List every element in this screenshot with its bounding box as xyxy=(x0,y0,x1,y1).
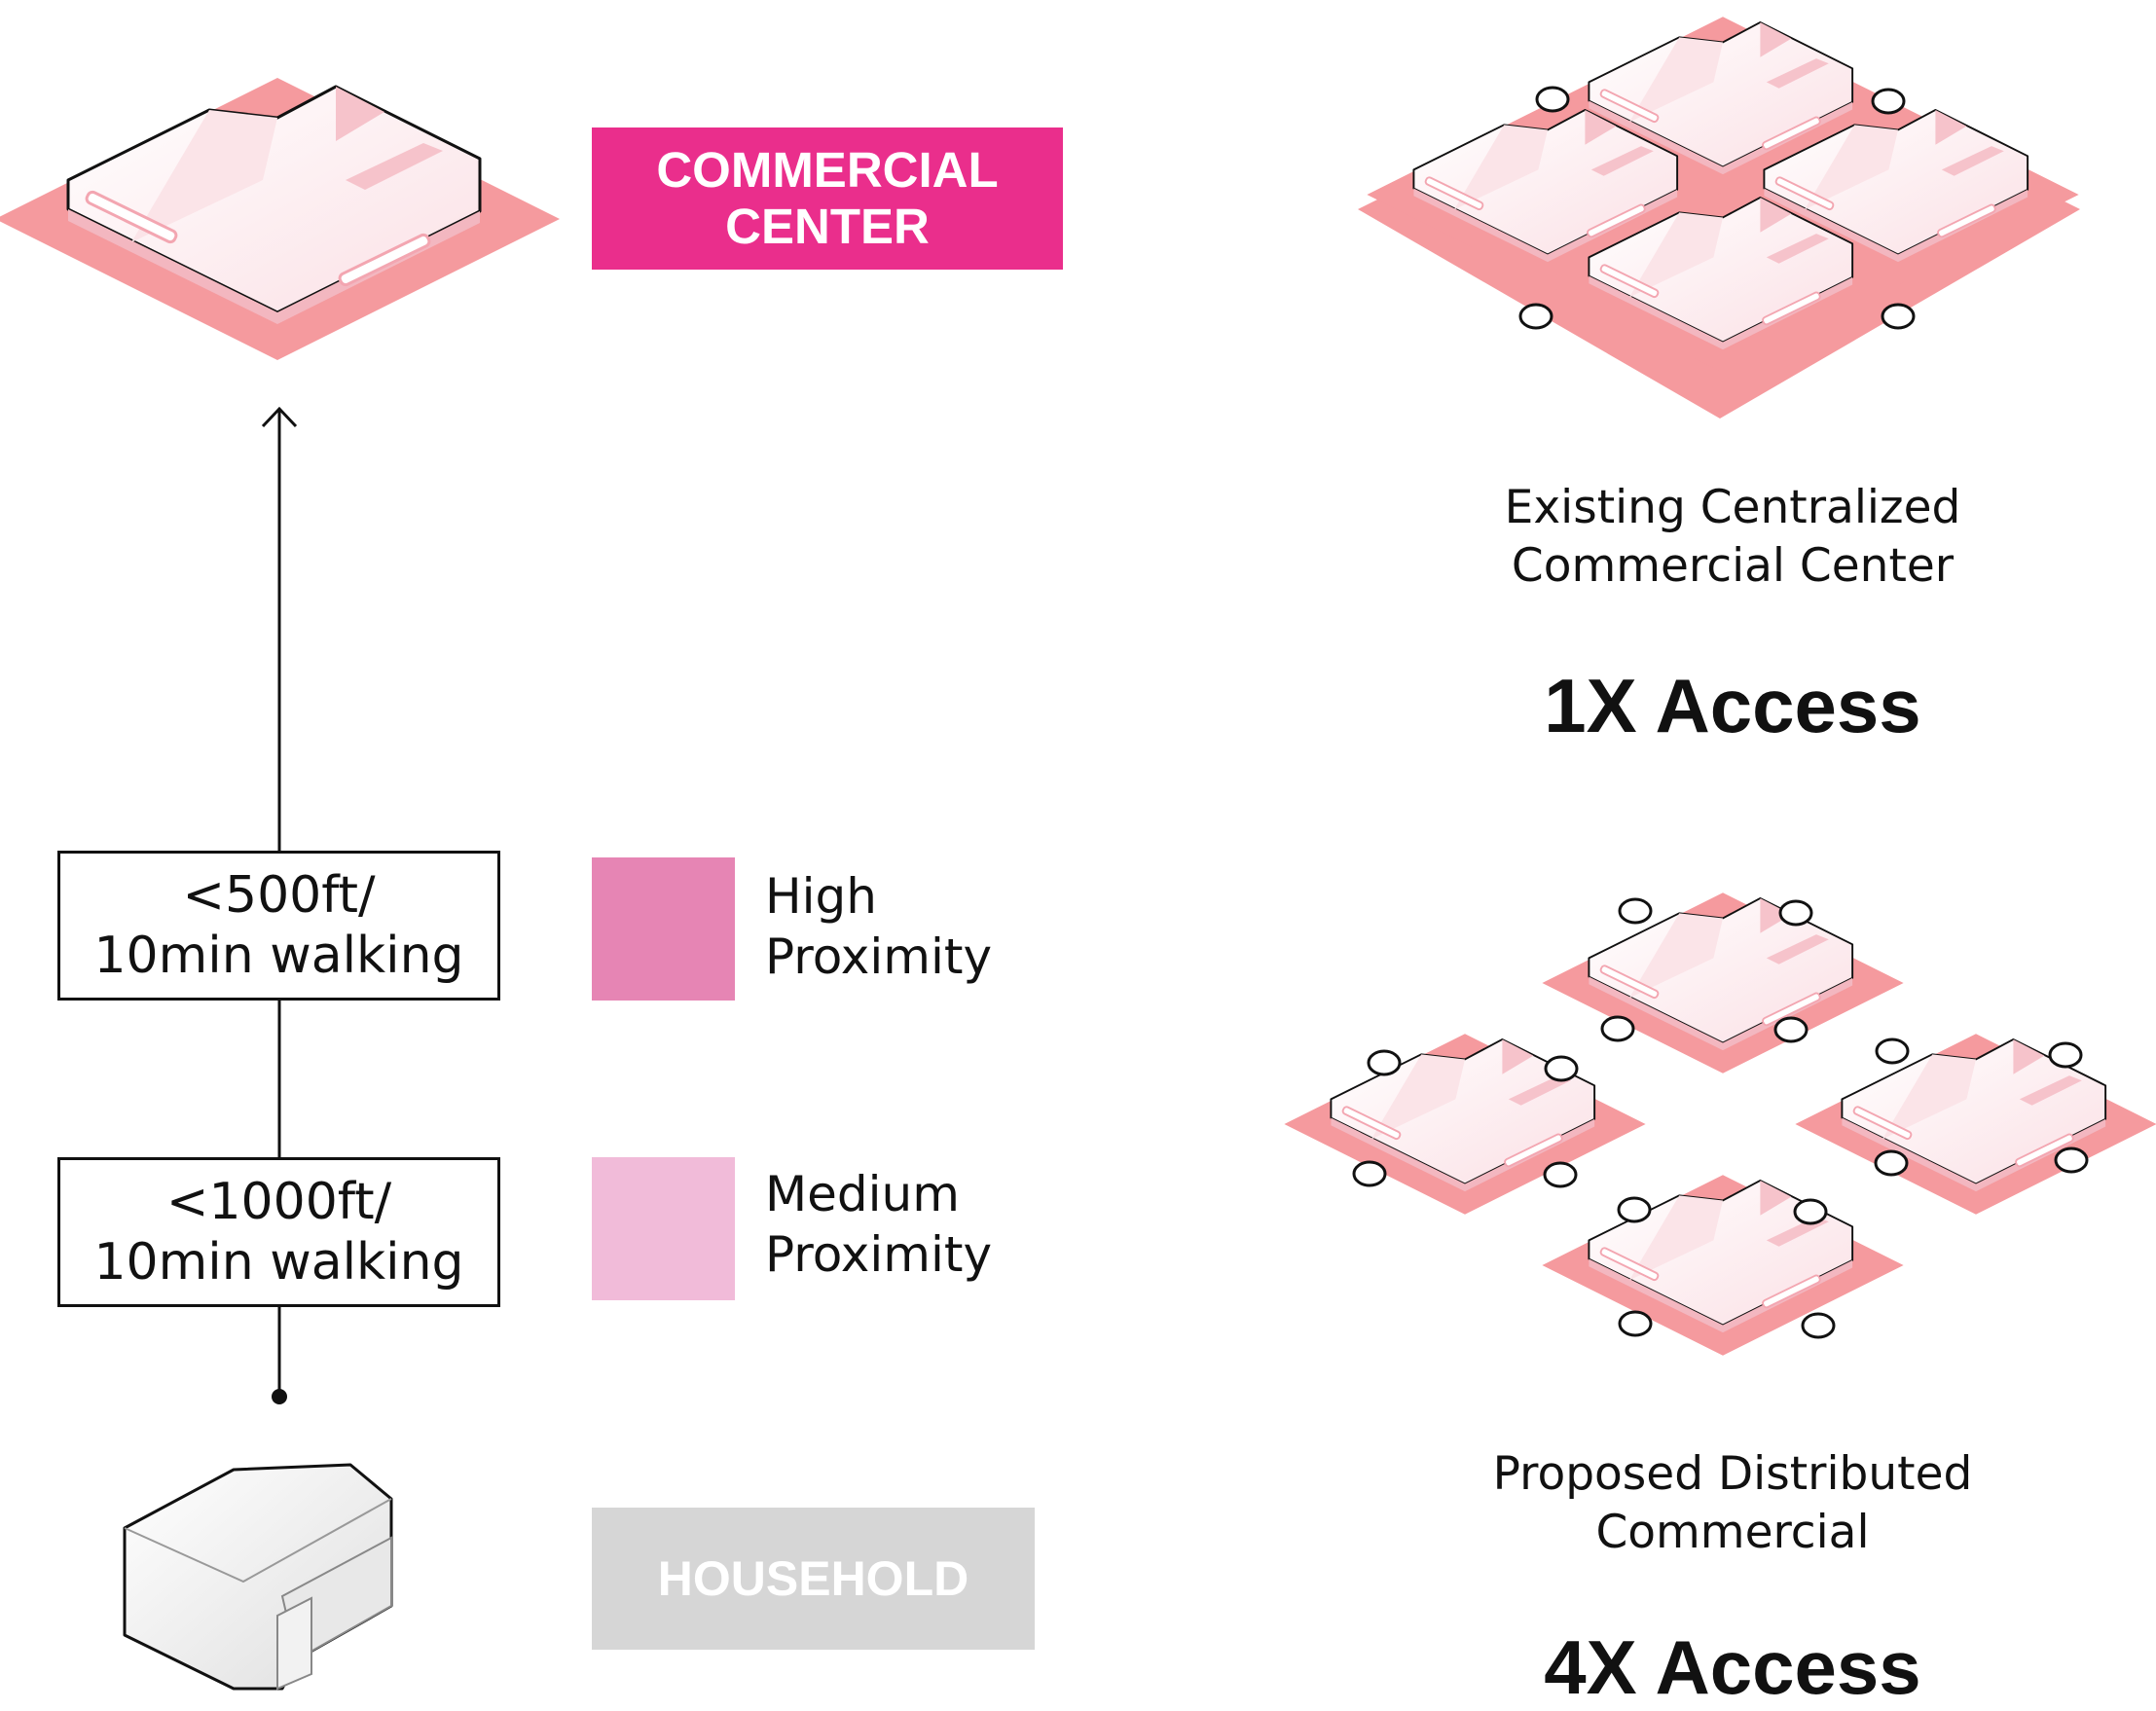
access-1x-label: 1X Access xyxy=(1544,663,1921,748)
legend-medium-line-2: Proximity xyxy=(765,1226,993,1283)
legend-high-line-2: Proximity xyxy=(765,928,993,985)
legend-swatch-medium xyxy=(592,1157,735,1300)
legend-medium-line-1: Medium xyxy=(765,1166,960,1222)
existing-centralized-diagram xyxy=(1358,17,2080,419)
household-tag: HOUSEHOLD xyxy=(592,1508,1035,1650)
existing-caption-line-2: Commercial Center xyxy=(1511,539,1955,593)
existing-caption: Existing Centralized Commercial Center xyxy=(1343,479,2122,596)
commercial-building-icon xyxy=(0,76,562,362)
legend-high-line-1: High xyxy=(765,868,877,925)
household-dot xyxy=(272,1389,287,1404)
commercial-center-tag: COMMERCIAL CENTER xyxy=(592,127,1063,270)
distance-1000-line-1: <1000ft/ xyxy=(165,1173,392,1231)
proposed-distributed-diagram xyxy=(1284,892,2156,1356)
access-4x-label: 4X Access xyxy=(1544,1624,1921,1710)
distance-box-1000ft: <1000ft/ 10min walking xyxy=(57,1157,500,1307)
commercial-center-line-2: CENTER xyxy=(725,199,930,254)
distance-1000-line-2: 10min walking xyxy=(93,1233,464,1292)
proposed-caption-line-1: Proposed Distributed xyxy=(1492,1447,1973,1501)
arrow-up-icon xyxy=(261,406,298,428)
distance-box-500ft: <500ft/ 10min walking xyxy=(57,851,500,1001)
distance-500-line-1: <500ft/ xyxy=(182,866,376,925)
proposed-caption-line-2: Commercial xyxy=(1595,1506,1870,1559)
commercial-center-line-1: COMMERCIAL xyxy=(656,142,999,198)
legend-label-high: High Proximity xyxy=(765,866,992,987)
proposed-caption: Proposed Distributed Commercial xyxy=(1343,1445,2122,1562)
legend-label-medium: Medium Proximity xyxy=(765,1164,992,1285)
existing-caption-line-1: Existing Centralized xyxy=(1504,481,1961,534)
distance-500-line-2: 10min walking xyxy=(93,927,464,985)
household-building-icon xyxy=(123,1463,393,1691)
legend-swatch-high xyxy=(592,857,735,1001)
